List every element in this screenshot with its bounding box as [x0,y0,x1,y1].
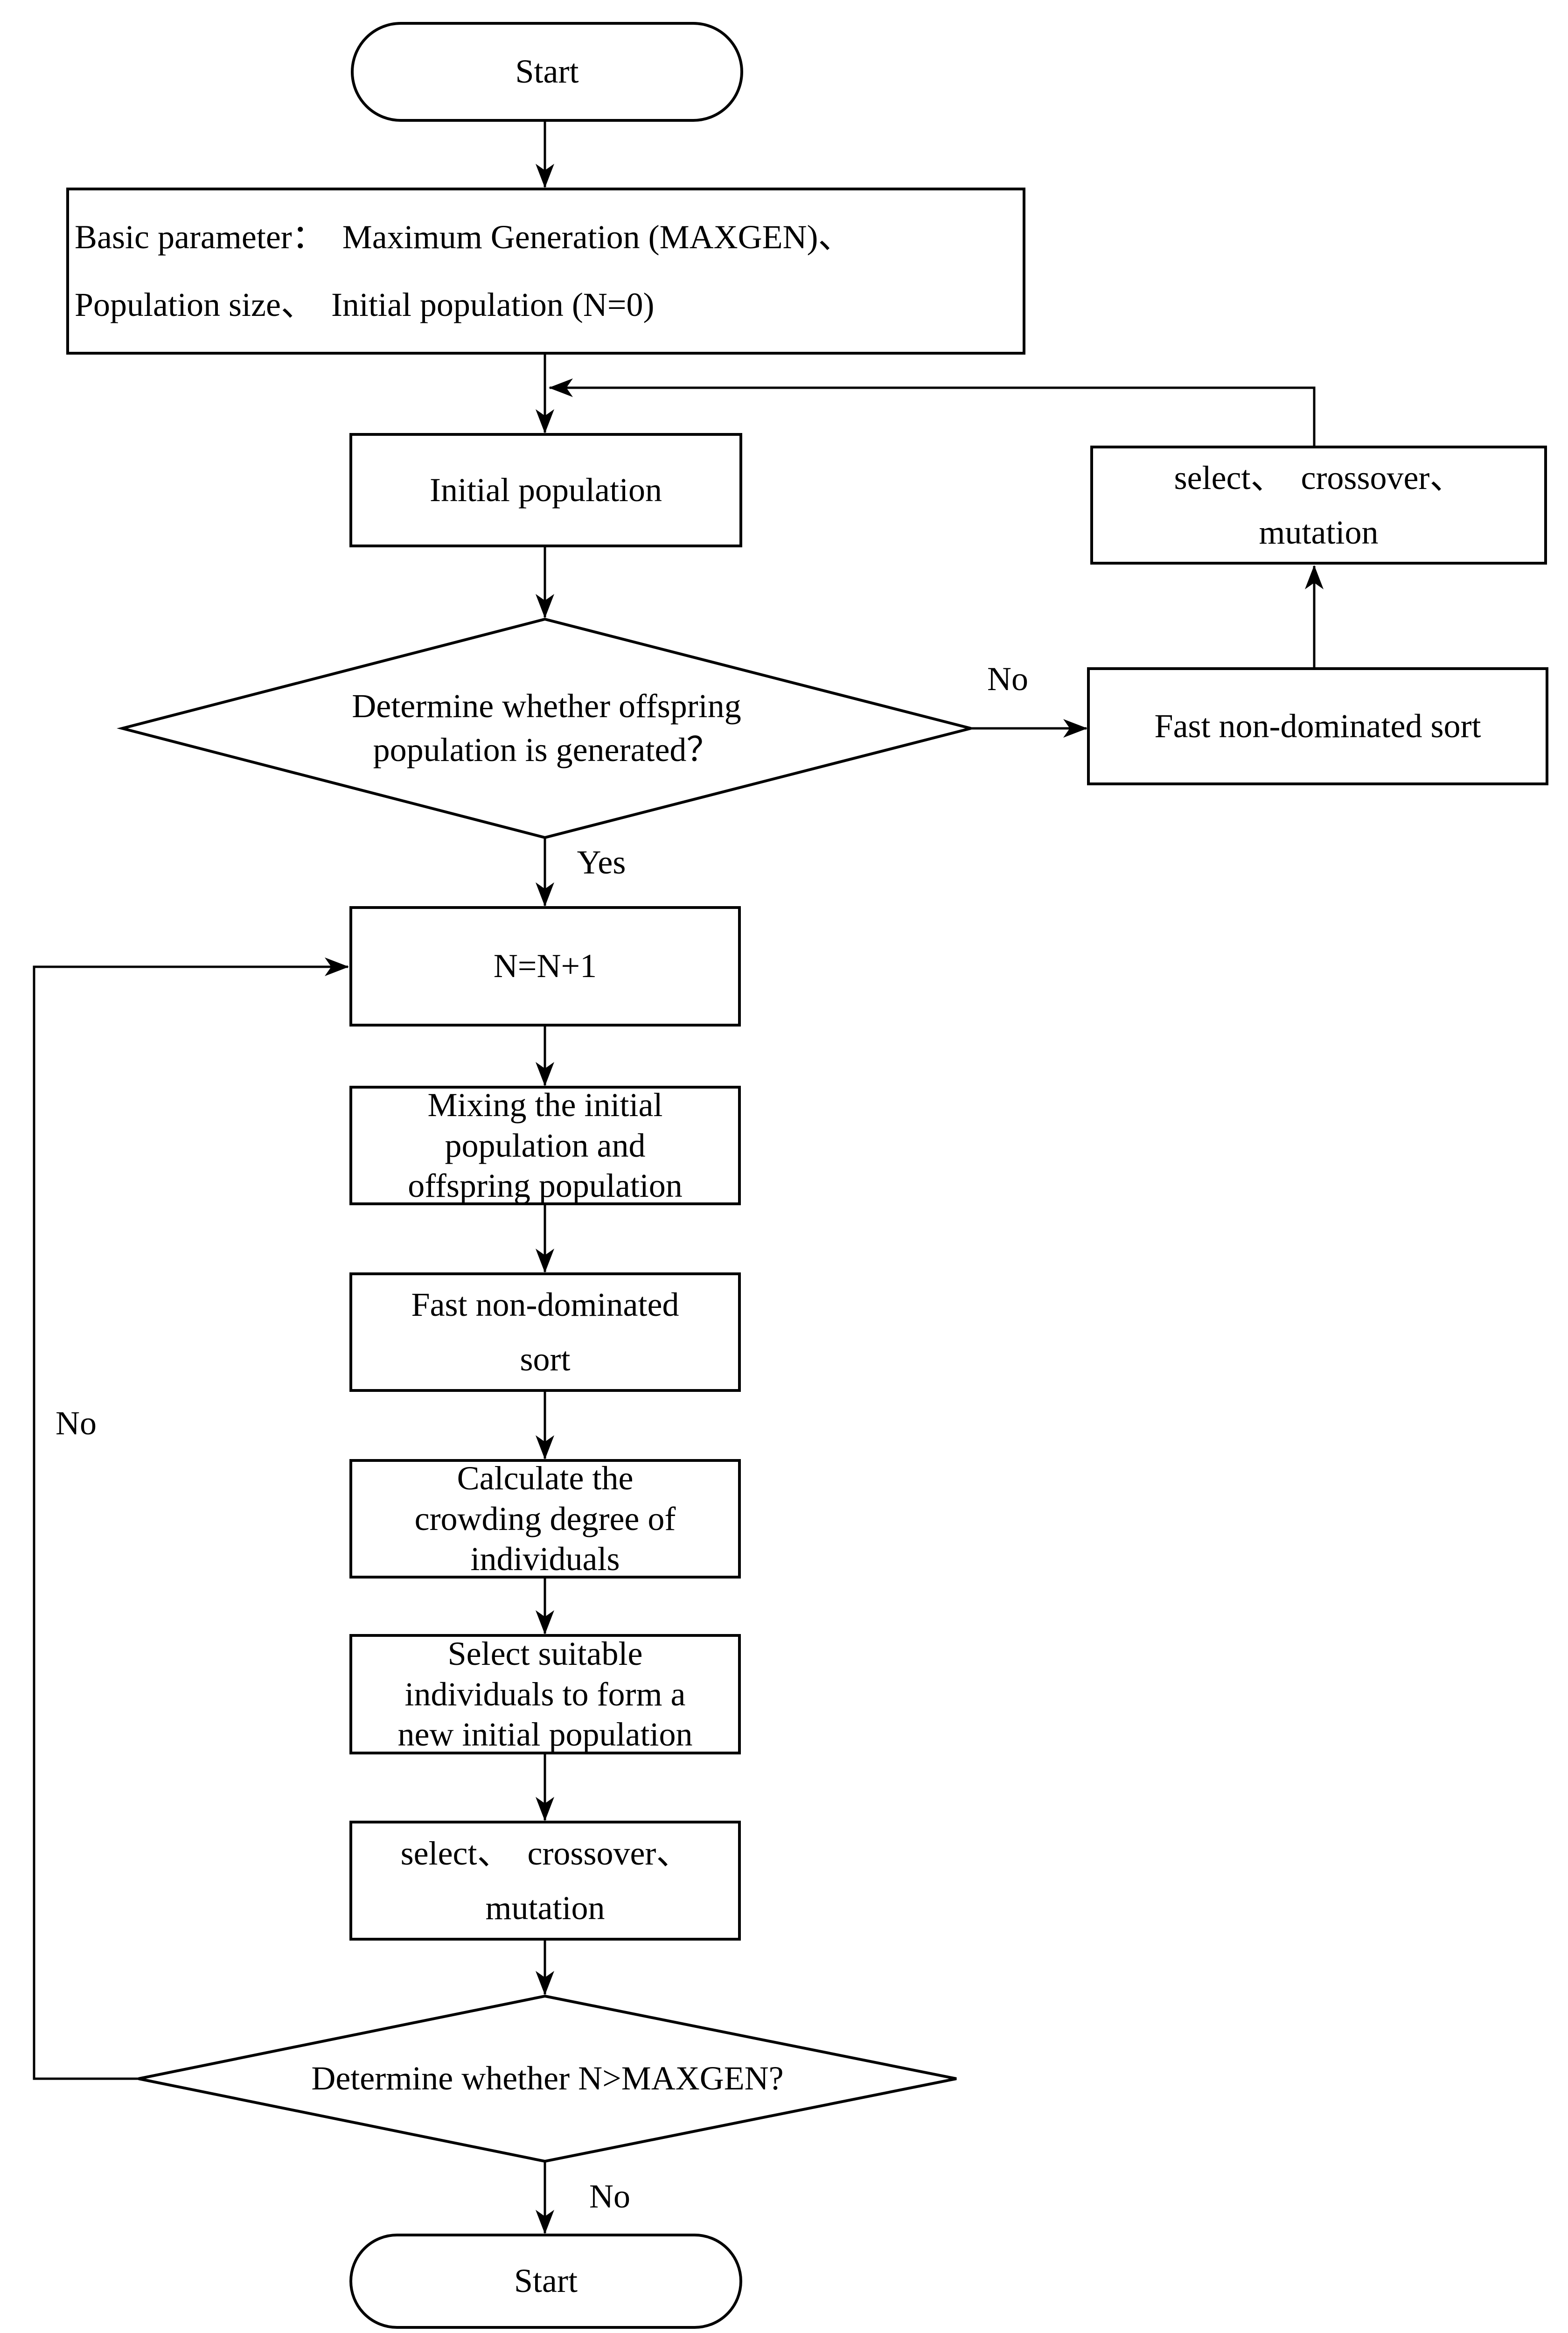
fast-sort-right-box [1087,667,1548,785]
select-crossover-mutation-main-box [349,1821,741,1941]
initial-population-box [349,433,742,547]
select-individuals-box [349,1634,741,1754]
fast-sort-main-box [349,1272,741,1392]
mixing-population-box [349,1086,741,1205]
increment-n-box [349,906,741,1027]
maxgen-decision-diamond [138,1994,957,2163]
offspring-decision-diamond [117,617,971,839]
start-top-terminator-shape [351,22,743,122]
crowding-degree-box [349,1459,741,1579]
select-crossover-mutation-right-box [1090,446,1547,565]
arrow-maxgen-no-loop-to-increment [33,957,349,2080]
basic-parameters-box [66,188,1025,355]
connectors [33,120,1324,2234]
arrow-feedback-to-main-line [549,378,1316,447]
start-bottom-terminator-shape [349,2234,742,2329]
